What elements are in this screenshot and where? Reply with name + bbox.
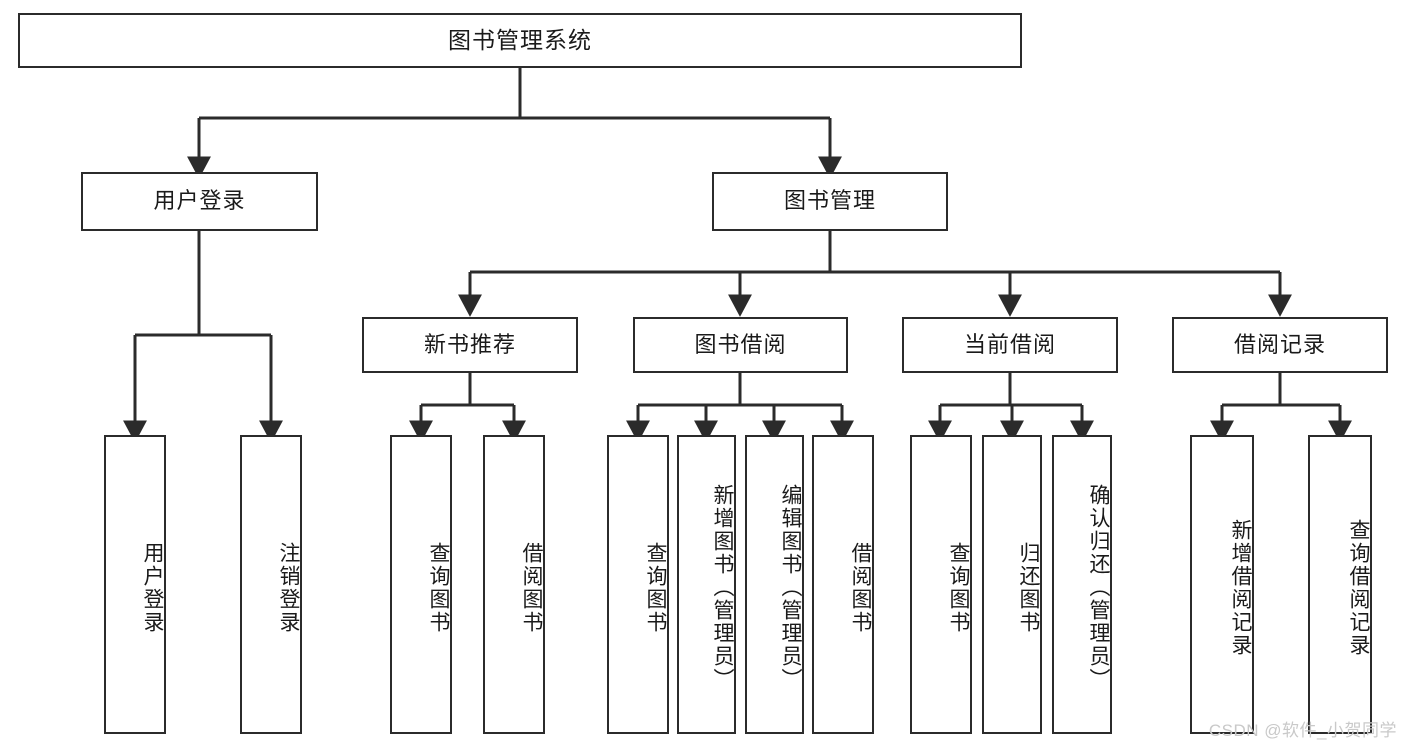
node-label: 图书管理系统 (448, 26, 592, 53)
node-label: 当前借阅 (963, 331, 1056, 357)
node-leaf-return-book[interactable]: 归还图书 (982, 435, 1042, 734)
node-leaf-borrow-book-rec[interactable]: 借阅图书 (483, 435, 545, 734)
node-leaf-query-book-current[interactable]: 查询图书 (910, 435, 972, 734)
node-label: 借阅图书 (520, 541, 543, 634)
node-label: 新增借阅记录 (1229, 518, 1252, 657)
node-leaf-logout[interactable]: 注销登录 (240, 435, 302, 734)
node-label: 查询图书 (427, 541, 450, 634)
node-label: 借阅图书 (849, 541, 872, 634)
node-label: 图书借阅 (694, 331, 787, 357)
node-leaf-borrow-book[interactable]: 借阅图书 (812, 435, 874, 734)
node-leaf-confirm-return[interactable]: 确认归还（管理员） (1052, 435, 1112, 734)
node-label: 确认归还（管理员） (1087, 484, 1110, 691)
node-leaf-query-book-rec[interactable]: 查询图书 (390, 435, 452, 734)
node-label: 归还图书 (1017, 541, 1040, 634)
node-label: 注销登录 (277, 541, 300, 634)
node-leaf-query-borrow-record[interactable]: 查询借阅记录 (1308, 435, 1372, 734)
node-book-borrow[interactable]: 图书借阅 (633, 317, 848, 373)
node-borrow-record[interactable]: 借阅记录 (1172, 317, 1388, 373)
node-label: 查询图书 (947, 541, 970, 634)
node-label: 借阅记录 (1233, 331, 1326, 357)
node-user-login[interactable]: 用户登录 (81, 172, 318, 231)
node-leaf-add-book[interactable]: 新增图书（管理员） (677, 435, 736, 734)
node-label: 图书管理 (783, 188, 876, 214)
node-leaf-add-borrow-record[interactable]: 新增借阅记录 (1190, 435, 1254, 734)
node-label: 编辑图书（管理员） (779, 484, 802, 691)
node-current-borrow[interactable]: 当前借阅 (902, 317, 1118, 373)
node-label: 用户登录 (141, 541, 164, 634)
node-leaf-edit-book[interactable]: 编辑图书（管理员） (745, 435, 804, 734)
node-label: 新书推荐 (423, 331, 516, 357)
node-root-system[interactable]: 图书管理系统 (18, 13, 1022, 68)
node-label: 查询图书 (644, 541, 667, 634)
node-new-book-recommend[interactable]: 新书推荐 (362, 317, 578, 373)
node-book-manage[interactable]: 图书管理 (712, 172, 948, 231)
node-label: 新增图书（管理员） (711, 484, 734, 691)
node-leaf-user-login[interactable]: 用户登录 (104, 435, 166, 734)
node-leaf-query-book-borrow[interactable]: 查询图书 (607, 435, 669, 734)
node-label: 查询借阅记录 (1347, 518, 1370, 657)
node-label: 用户登录 (153, 188, 246, 214)
